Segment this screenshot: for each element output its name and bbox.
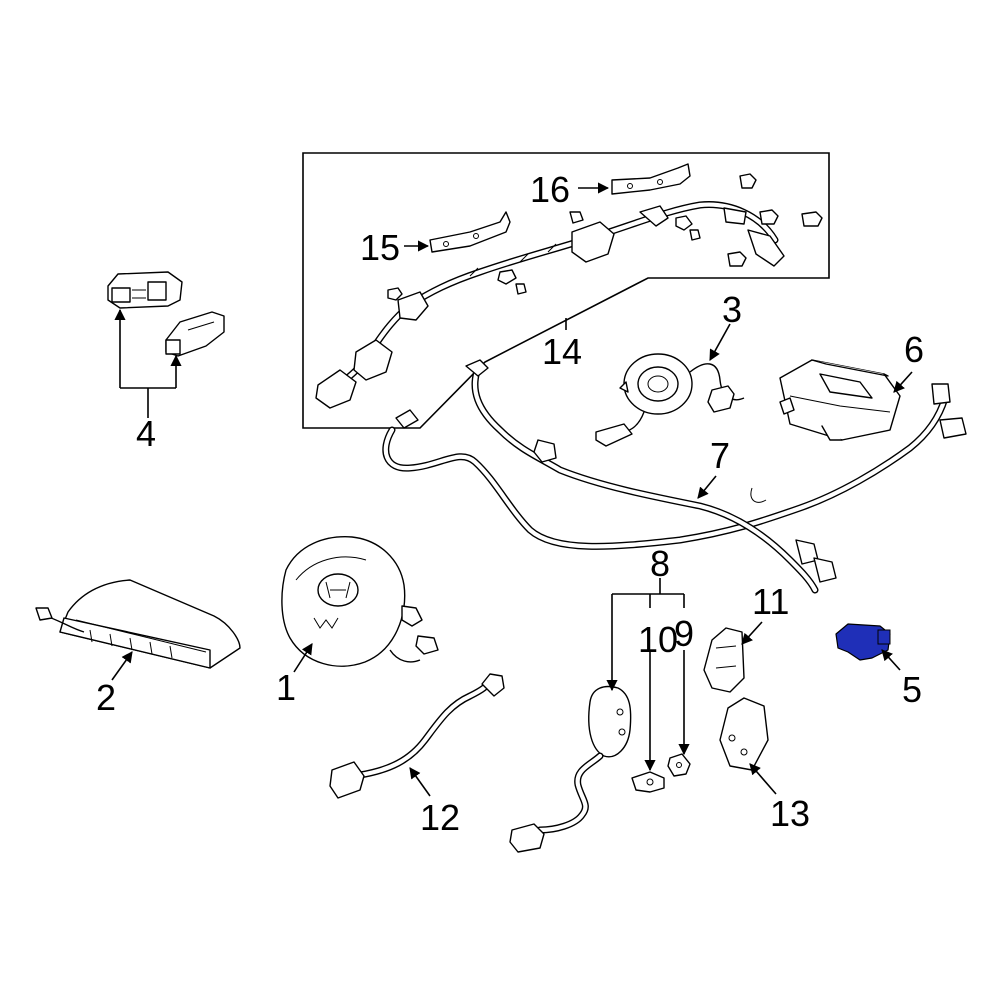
callout-10: 10 (638, 619, 678, 660)
clockspring-3[interactable] (595, 353, 745, 447)
occupant-sensor-8[interactable] (509, 685, 632, 853)
harness-12[interactable] (329, 673, 505, 799)
inset-fasteners[interactable] (387, 173, 823, 301)
driver-airbag-1[interactable] (281, 536, 439, 667)
bracket-15[interactable] (429, 211, 511, 253)
side-impact-sensor-4b[interactable] (165, 311, 225, 357)
callout-3: 3 (722, 289, 742, 330)
callout-2: 2 (96, 677, 116, 718)
clip-10[interactable] (631, 771, 665, 793)
callout-11: 11 (752, 581, 789, 622)
side-impact-sensor-4a[interactable] (107, 271, 183, 309)
callout-1: 1 (276, 667, 296, 708)
callout-8: 8 (650, 543, 670, 584)
callout-4: 4 (136, 413, 156, 454)
wire-harness-7[interactable] (382, 359, 967, 594)
callout-6: 6 (904, 329, 924, 370)
clip-9[interactable] (667, 753, 691, 777)
sensor-cover-13[interactable] (719, 697, 769, 771)
bracket-16[interactable] (611, 163, 691, 195)
passenger-airbag-2[interactable] (35, 579, 241, 669)
callout-labels: 1 2 3 4 5 6 7 8 9 10 11 12 13 14 15 16 (96, 169, 924, 838)
callout-9: 9 (674, 613, 694, 654)
srs-control-unit-6[interactable] (779, 359, 901, 441)
callout-12: 12 (420, 797, 460, 838)
curtain-airbag-assembly[interactable] (315, 201, 785, 409)
callout-13: 13 (770, 793, 810, 834)
callout-14: 14 (542, 331, 582, 372)
leader-lines (112, 182, 913, 797)
impact-sensor-5-highlighted[interactable] (835, 623, 891, 661)
callout-15: 15 (360, 227, 400, 268)
callout-16: 16 (530, 169, 570, 210)
callout-7: 7 (710, 435, 730, 476)
bracket-11[interactable] (703, 627, 745, 693)
callout-5: 5 (902, 669, 922, 710)
